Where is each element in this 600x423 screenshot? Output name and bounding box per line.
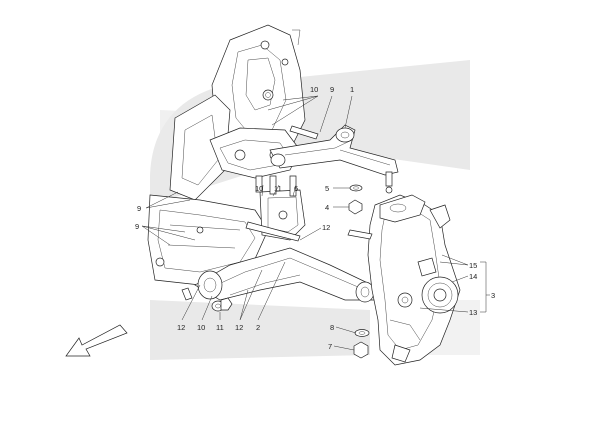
callout-11-bottom: 11: [216, 323, 224, 332]
callout-9-left-lower: 9: [135, 222, 139, 231]
callout-6: 6: [294, 184, 298, 193]
callout-12-bottom-left: 12: [177, 323, 185, 332]
leader-lines: [141, 95, 490, 351]
callout-13: 13: [469, 308, 477, 317]
callout-7: 7: [328, 342, 332, 351]
upper-wishbone: [269, 124, 399, 194]
callout-2: 2: [256, 323, 260, 332]
callout-15: 15: [469, 261, 477, 270]
callout-11-middle: 11: [274, 184, 282, 193]
callout-12-bottom-right: 12: [235, 323, 243, 332]
callout-10-middle: 10: [255, 184, 263, 193]
callout-labels: 1 2 3 4 5 6 7 8 9 9 9 10 10 10 11 11 12 …: [135, 85, 495, 351]
callout-5: 5: [325, 184, 329, 193]
callout-8: 8: [330, 323, 334, 332]
callout-10-bottom: 10: [197, 323, 205, 332]
callout-4: 4: [325, 203, 329, 212]
hub-carrier: [367, 194, 461, 366]
chassis-mounting-bracket: [147, 24, 306, 286]
callout-1: 1: [350, 85, 354, 94]
callout-3: 3: [491, 291, 495, 300]
callout-12-middle: 12: [322, 223, 330, 232]
callout-9-top: 9: [330, 85, 334, 94]
callout-9-left-upper: 9: [137, 204, 141, 213]
callout-14: 14: [469, 272, 477, 281]
front-direction-arrow-icon: [65, 324, 128, 357]
callout-10-top: 10: [310, 85, 318, 94]
hardware-fasteners: [181, 125, 373, 359]
